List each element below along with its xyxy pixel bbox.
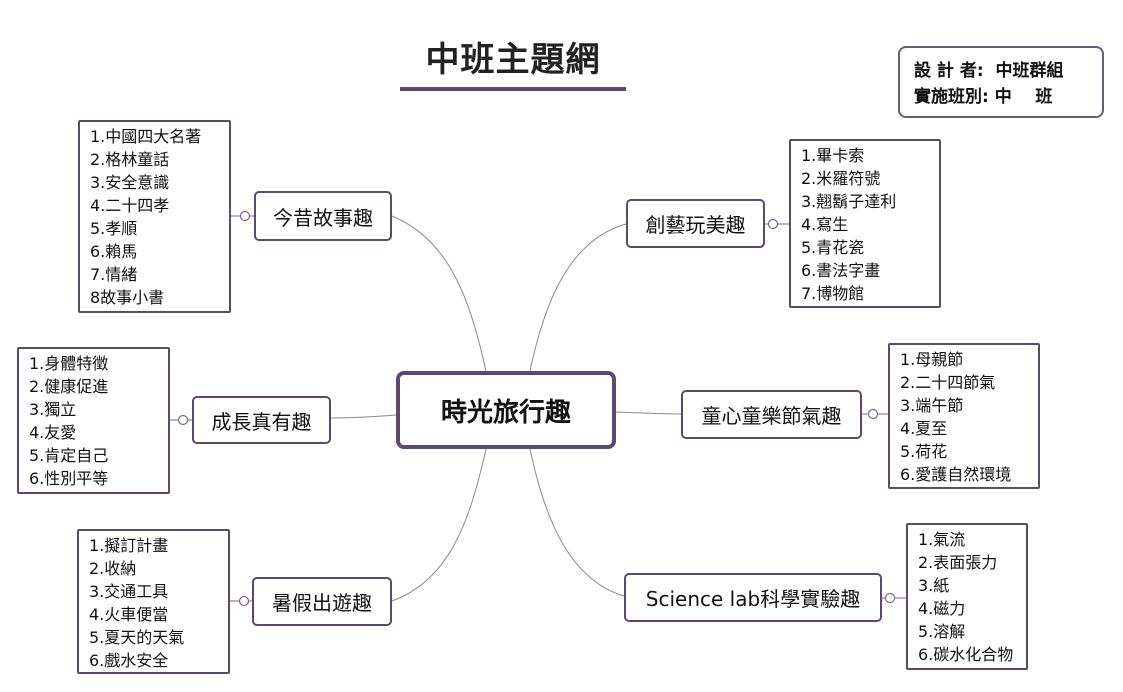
list-item: 1.身體特徵 <box>29 354 109 373</box>
title-underline <box>400 87 626 91</box>
list-item: 5.溶解 <box>918 622 966 641</box>
topic-node-festivals: 童心童樂節氣趣 <box>681 390 862 439</box>
designer-label: 設 計 者: 中班群組 <box>914 61 1064 81</box>
list-item: 1.母親節 <box>900 350 964 369</box>
list-item: 6.性別平等 <box>29 469 109 488</box>
list-item: 5.青花瓷 <box>801 238 865 257</box>
list-item: 2.二十四節氣 <box>900 373 996 392</box>
list-item: 4.火車便當 <box>89 605 169 624</box>
list-item: 2.健康促進 <box>29 377 109 396</box>
topic-node-science: Science lab科學實驗趣 <box>624 573 882 622</box>
list-item: 1.畢卡索 <box>801 146 865 165</box>
topic-node-summer: 暑假出遊趣 <box>252 577 392 626</box>
topic-list-summer: 1.擬訂計畫 2.收納 3.交通工具 4.火車便當 5.夏天的天氣 6.戲水安全 <box>77 529 230 674</box>
list-item: 2.格林童話 <box>90 150 170 169</box>
list-item: 2.收納 <box>89 559 137 578</box>
list-item: 6.書法字畫 <box>801 261 881 280</box>
list-item: 4.夏至 <box>900 419 948 438</box>
list-item: 3.安全意識 <box>90 173 170 192</box>
list-item: 5.肯定自己 <box>29 446 109 465</box>
list-item: 3.獨立 <box>29 400 77 419</box>
designer-info-box: 設 計 者: 中班群組 實施班別: 中 班 <box>898 46 1104 118</box>
topic-list-festivals: 1.母親節 2.二十四節氣 3.端午節 4.夏至 5.荷花 6.愛護自然環境 <box>888 343 1040 489</box>
topic-list-art: 1.畢卡索 2.米羅符號 3.翹鬍子達利 4.寫生 5.青花瓷 6.書法字畫 7… <box>789 139 941 308</box>
list-item: 1.擬訂計畫 <box>89 536 169 555</box>
class-label: 實施班別: 中 班 <box>914 87 1053 107</box>
topic-list-stories: 1.中國四大名著 2.格林童話 3.安全意識 4.二十四孝 5.孝順 6.賴馬 … <box>78 120 231 313</box>
topic-node-art: 創藝玩美趣 <box>626 199 765 248</box>
list-item: 8故事小書 <box>90 288 165 307</box>
list-item: 6.賴馬 <box>90 242 138 261</box>
list-item: 2.表面張力 <box>918 553 998 572</box>
list-item: 6.戲水安全 <box>89 651 169 670</box>
list-item: 6.碳水化合物 <box>918 645 1014 664</box>
list-item: 2.米羅符號 <box>801 169 881 188</box>
topic-list-science: 1.氣流 2.表面張力 3.紙 4.磁力 5.溶解 6.碳水化合物 <box>906 523 1028 670</box>
list-item: 5.孝順 <box>90 219 138 238</box>
list-item: 3.翹鬍子達利 <box>801 192 897 211</box>
central-theme-node: 時光旅行趣 <box>396 371 616 449</box>
list-item: 3.紙 <box>918 576 950 595</box>
list-item: 5.夏天的天氣 <box>89 628 185 647</box>
topic-node-growth: 成長真有趣 <box>192 396 331 444</box>
topic-list-growth: 1.身體特徵 2.健康促進 3.獨立 4.友愛 5.肯定自己 6.性別平等 <box>17 347 170 494</box>
list-item: 5.荷花 <box>900 442 948 461</box>
list-item: 1.氣流 <box>918 530 966 549</box>
list-item: 7.情緒 <box>90 265 138 284</box>
page-title: 中班主題網 <box>425 40 601 80</box>
list-item: 3.端午節 <box>900 396 964 415</box>
list-item: 3.交通工具 <box>89 582 169 601</box>
list-item: 4.二十四孝 <box>90 196 170 215</box>
list-item: 6.愛護自然環境 <box>900 465 1012 484</box>
list-item: 4.寫生 <box>801 215 849 234</box>
list-item: 7.博物館 <box>801 284 865 303</box>
topic-node-stories: 今昔故事趣 <box>254 191 392 241</box>
list-item: 1.中國四大名著 <box>90 127 202 146</box>
list-item: 4.磁力 <box>918 599 966 618</box>
list-item: 4.友愛 <box>29 423 77 442</box>
